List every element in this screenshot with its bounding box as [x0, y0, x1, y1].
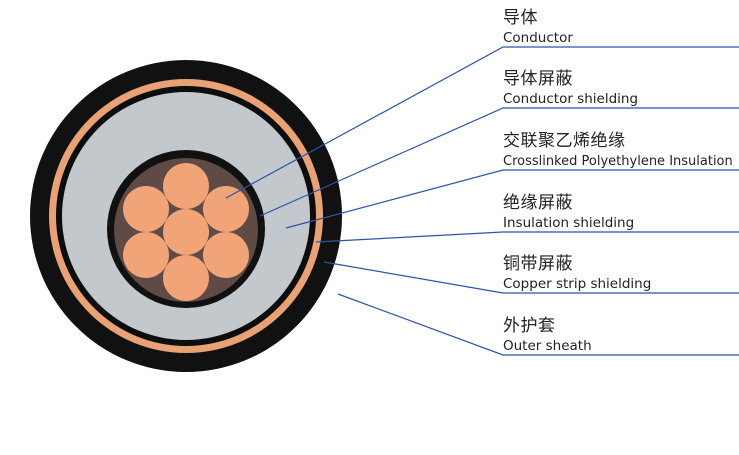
conductor-strand [203, 186, 249, 232]
conductor-strand [123, 232, 169, 278]
label-conductor-shielding-en: Conductor shielding [503, 91, 639, 107]
label-copper-strip-shielding-en: Copper strip shielding [503, 276, 652, 292]
label-outer-sheath: 外护套 Outer sheath [503, 316, 592, 355]
conductor-shielding-leader-line [259, 107, 739, 217]
insulation-leader-line [285, 169, 739, 229]
conductor-leader-line [225, 46, 739, 199]
outer-sheath-leader-line [337, 293, 739, 356]
leader-lines [225, 46, 739, 356]
label-xlpe-insulation-en: Crosslinked Polyethylene Insulation [503, 154, 733, 169]
conductor-strands [123, 163, 249, 301]
label-conductor-en: Conductor [503, 30, 573, 46]
label-conductor-shielding-zh: 导体屏蔽 [503, 69, 573, 89]
insulation-shielding-leader-line [315, 231, 739, 243]
label-conductor-zh: 导体 [503, 8, 538, 28]
conductor-strand [203, 232, 249, 278]
label-insulation-shielding-en: Insulation shielding [503, 215, 635, 231]
label-conductor: 导体 Conductor [503, 8, 573, 47]
copper-strip-leader-line [323, 261, 739, 294]
conductor-strand [163, 209, 209, 255]
conductor-strand [123, 186, 169, 232]
conductor-strand [163, 163, 209, 209]
label-xlpe-insulation-zh: 交联聚乙烯绝缘 [503, 131, 626, 151]
label-conductor-shielding: 导体屏蔽 Conductor shielding [503, 69, 638, 108]
label-outer-sheath-en: Outer sheath [503, 338, 592, 354]
label-outer-sheath-zh: 外护套 [503, 316, 556, 336]
conductor-strand [163, 255, 209, 301]
label-xlpe-insulation: 交联聚乙烯绝缘 Crosslinked Polyethylene Insulat… [503, 131, 733, 170]
label-insulation-shielding: 绝缘屏蔽 Insulation shielding [503, 193, 634, 232]
label-copper-strip-shielding: 铜带屏蔽 Copper strip shielding [503, 254, 651, 293]
label-insulation-shielding-zh: 绝缘屏蔽 [503, 193, 573, 213]
label-copper-strip-shielding-zh: 铜带屏蔽 [503, 254, 573, 274]
